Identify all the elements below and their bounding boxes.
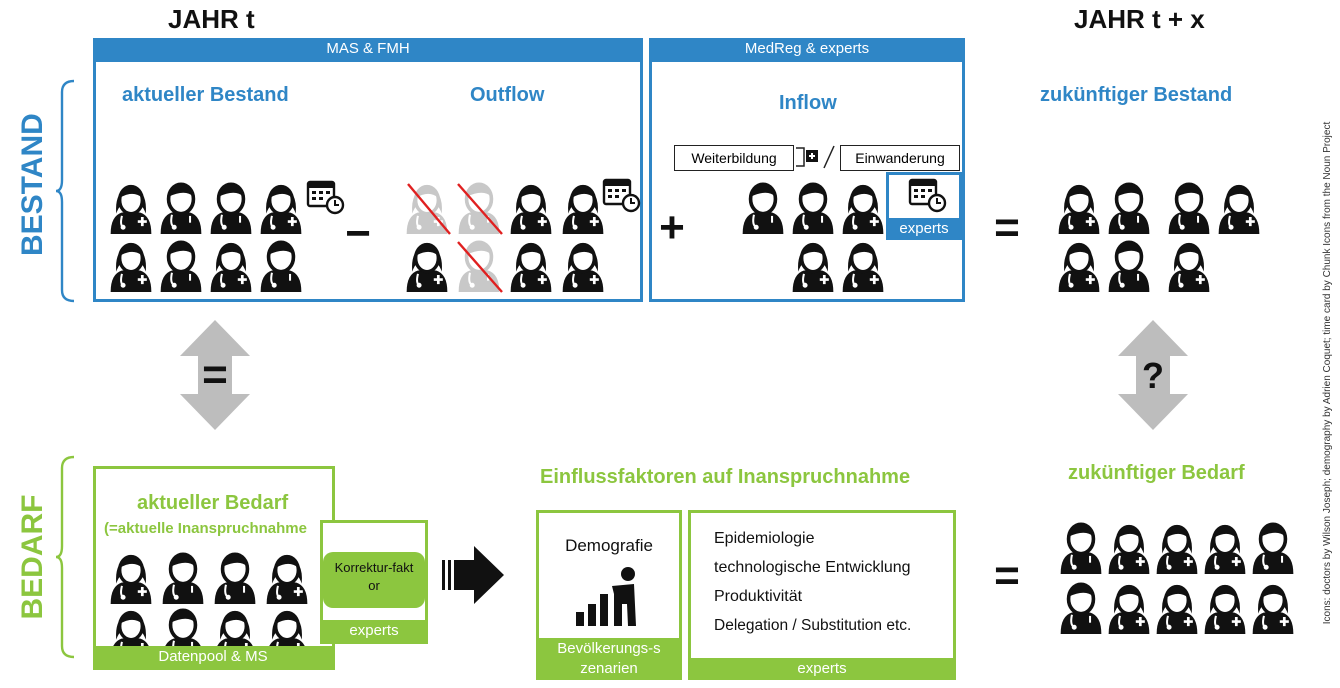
doctor-icon [840, 240, 886, 292]
inflow-heading: Inflow [779, 92, 837, 114]
equals-operator-top: = [994, 203, 1020, 252]
datenpool-bar: Datenpool & MS [93, 646, 333, 670]
inflow-doctors [740, 182, 890, 294]
bestand-bracket [55, 79, 75, 303]
doctor-icon [1154, 522, 1200, 574]
aktueller-bestand-doctors [108, 182, 318, 294]
zukuenftiger-bestand-doctors [1056, 182, 1256, 294]
question-operator-arrow: ? [1142, 355, 1164, 396]
korrekturfaktor-pill [323, 552, 425, 608]
bedarf-bracket [55, 455, 75, 659]
plus-operator: + [659, 203, 685, 252]
doctor-icon [160, 552, 206, 604]
doctor-icon [840, 182, 886, 234]
aktueller-bestand-heading: aktueller Bestand [122, 84, 289, 106]
doctor-icon [1056, 240, 1102, 292]
doctor-icon [1202, 522, 1248, 574]
weiterbildung-box: Weiterbildung [674, 145, 794, 171]
outflow-heading: Outflow [470, 84, 545, 106]
plus-box-icon [796, 145, 835, 169]
medreg-bar: MedReg & experts [649, 38, 965, 62]
doctor-icon [208, 182, 254, 234]
double-arrow-icon [1118, 320, 1188, 430]
doctor-icon [508, 240, 554, 292]
doctor-icon [1250, 582, 1296, 634]
doctor-icon [1106, 240, 1152, 292]
factor-item: Delegation / Substitution etc. [714, 617, 912, 634]
factors-list: Epidemiologie technologische Entwicklung… [714, 530, 950, 646]
cross-out-mark [407, 183, 503, 293]
doctor-icon [1202, 582, 1248, 634]
equals-operator-arrow: = [202, 350, 228, 399]
doctor-icon [1056, 182, 1102, 234]
year-t-plus-x-heading: JAHR t + x [1074, 4, 1205, 34]
doctor-icon [790, 182, 836, 234]
zukuenftiger-bestand-heading: zukünftiger Bestand [1040, 84, 1233, 106]
korrekturfaktor-label: Korrektur-faktor [334, 560, 414, 593]
time-card-icon [306, 180, 346, 216]
doctor-icon [560, 240, 606, 292]
doctor-icon [1106, 582, 1152, 634]
doctor-icon [1106, 522, 1152, 574]
doctor-icon [560, 182, 606, 234]
outflow-doctors [404, 182, 604, 294]
korrektur-experts-label: experts [320, 620, 428, 644]
doctor-icon [1058, 582, 1104, 634]
arrow-right-icon [442, 546, 504, 604]
doctor-icon [1154, 582, 1200, 634]
minus-operator: − [345, 209, 371, 258]
factor-item: technologische Entwicklung [714, 559, 911, 576]
doctor-icon [208, 240, 254, 292]
doctor-icon [258, 240, 304, 292]
doctor-icon [1250, 522, 1296, 574]
aktueller-bedarf-heading: aktueller Bedarf [137, 492, 289, 514]
doctor-icon [740, 182, 786, 234]
bevoelkerung-bar: Bevölkerungs-szenarien [536, 638, 682, 680]
doctor-icon [108, 182, 154, 234]
zukuenftiger-bedarf-heading: zukünftiger Bedarf [1068, 462, 1245, 484]
double-arrow-icon [180, 320, 250, 430]
doctor-icon [108, 552, 154, 604]
doctor-icon [1216, 182, 1262, 234]
zukuenftiger-bedarf-doctors [1058, 522, 1298, 642]
doctor-icon [508, 182, 554, 234]
factors-experts-bar: experts [688, 658, 956, 680]
time-card-icon [908, 178, 948, 214]
aktueller-bedarf-subheading: (=aktuelle Inanspruchnahme [104, 520, 307, 537]
equals-operator-bottom: = [994, 551, 1020, 600]
demography-icon [576, 567, 636, 626]
time-card-icon [602, 178, 642, 214]
doctor-icon [158, 240, 204, 292]
doctor-icon [1166, 182, 1212, 234]
doctor-icon [158, 182, 204, 234]
factor-item: Produktivität [714, 588, 803, 605]
bestand-section-label: BESTAND [16, 113, 49, 256]
demografie-label: Demografie [565, 536, 653, 555]
icon-credit-text: Icons: doctors by Wilson Joseph; demogra… [1322, 121, 1333, 625]
factor-item: Epidemiologie [714, 530, 815, 547]
doctor-icon [1166, 240, 1212, 292]
year-t-heading: JAHR t [168, 4, 255, 34]
inflow-experts-label: experts [886, 218, 962, 240]
bedarf-section-label: BEDARF [16, 494, 49, 620]
einwanderung-box: Einwanderung [840, 145, 960, 171]
doctor-icon [108, 240, 154, 292]
einflussfaktoren-heading: Einflussfaktoren auf Inanspruchnahme [540, 466, 911, 488]
mas-fmh-bar: MAS & FMH [93, 38, 643, 62]
doctor-icon [1106, 182, 1152, 234]
doctor-icon [790, 240, 836, 292]
doctor-icon [1058, 522, 1104, 574]
doctor-icon [212, 552, 258, 604]
doctor-icon [264, 552, 310, 604]
doctor-icon [258, 182, 304, 234]
